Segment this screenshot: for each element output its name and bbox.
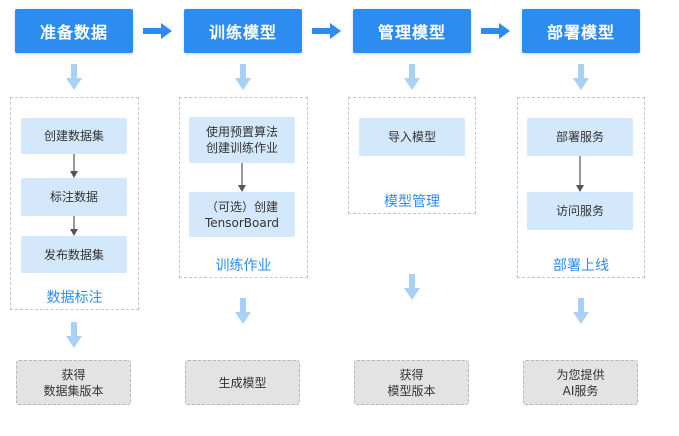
result-model-version: 获得 模型版本 bbox=[354, 360, 469, 405]
down-arrow-icon bbox=[573, 64, 589, 90]
group-caption-deployment: 部署上线 bbox=[553, 258, 609, 274]
connector-arrow-icon bbox=[238, 163, 246, 192]
step-deploy-service: 部署服务 bbox=[527, 118, 633, 156]
connector-arrow-icon bbox=[70, 154, 78, 178]
step-create-dataset: 创建数据集 bbox=[21, 118, 127, 154]
down-arrow-icon bbox=[66, 64, 82, 90]
stage-arrow-3-icon bbox=[481, 23, 510, 39]
result-ai-service: 为您提供 AI服务 bbox=[523, 360, 638, 405]
group-caption-data-labeling: 数据标注 bbox=[46, 290, 103, 306]
down-arrow-icon bbox=[573, 298, 589, 324]
step-import-model: 导入模型 bbox=[359, 118, 465, 156]
connector-arrow-icon bbox=[576, 156, 584, 192]
down-arrow-icon bbox=[404, 274, 420, 300]
stage-deploy-model: 部署模型 bbox=[522, 9, 640, 53]
stage-train-model: 训练模型 bbox=[184, 9, 302, 53]
result-generate-model: 生成模型 bbox=[185, 360, 300, 405]
down-arrow-icon bbox=[404, 64, 420, 90]
stage-manage-model: 管理模型 bbox=[353, 9, 471, 53]
stage-arrow-1-icon bbox=[143, 23, 172, 39]
step-publish-dataset: 发布数据集 bbox=[21, 236, 127, 273]
step-access-service: 访问服务 bbox=[527, 192, 633, 230]
down-arrow-icon bbox=[235, 298, 251, 324]
connector-arrow-icon bbox=[70, 216, 78, 236]
result-dataset-version: 获得 数据集版本 bbox=[16, 360, 131, 405]
group-caption-training-job: 训练作业 bbox=[215, 258, 272, 274]
step-create-tensorboard: （可选）创建 TensorBoard bbox=[189, 192, 295, 237]
step-label-data: 标注数据 bbox=[21, 178, 127, 216]
stage-arrow-2-icon bbox=[312, 23, 341, 39]
stage-prepare-data: 准备数据 bbox=[15, 9, 133, 53]
group-caption-model-management: 模型管理 bbox=[384, 194, 440, 210]
down-arrow-icon bbox=[66, 322, 82, 348]
down-arrow-icon bbox=[235, 64, 251, 90]
step-create-training-job: 使用预置算法 创建训练作业 bbox=[189, 117, 295, 163]
